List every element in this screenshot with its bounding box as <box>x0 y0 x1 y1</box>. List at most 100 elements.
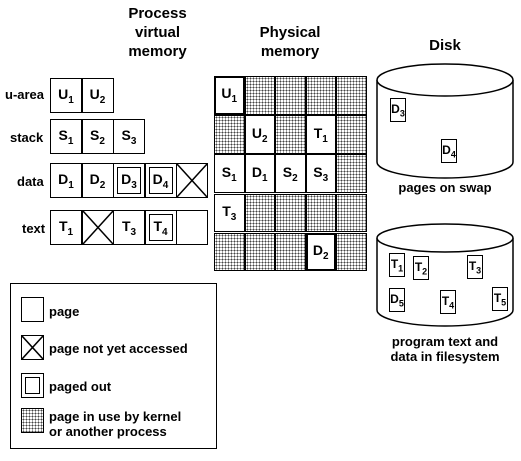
swap-caption: pages on swap <box>398 180 492 195</box>
page-label: T1 <box>59 218 73 238</box>
virtual-memory-title: Process virtual memory <box>128 5 187 60</box>
physical-frame-in-use <box>305 76 336 115</box>
virtual-page-data-4: D4 <box>144 163 177 198</box>
legend-paged-out-swatch <box>21 373 44 398</box>
frame-letter: D <box>251 163 263 180</box>
page-label: D5 <box>390 292 404 308</box>
page-letter: T <box>468 258 477 273</box>
disk-page-D3: D3 <box>390 98 406 122</box>
not-accessed-cross <box>82 211 113 244</box>
virtual-page-text-2 <box>81 210 114 245</box>
page-subscript: 2 <box>99 179 106 191</box>
page-subscript: 2 <box>99 94 106 106</box>
physical-frame-S2: S2 <box>275 154 306 193</box>
virtual-page-data-5 <box>176 163 208 198</box>
physical-frame-in-use <box>336 154 367 193</box>
physical-frame-in-use <box>336 193 367 233</box>
disk-page-T2: T2 <box>413 256 429 280</box>
virtual-page-stack-3: S3 <box>113 119 145 154</box>
frame-label: U2 <box>252 125 268 145</box>
physical-frame-U2: U2 <box>244 115 275 154</box>
virtual-page-data-2: D2 <box>81 163 114 198</box>
disk-page-T5: T5 <box>492 287 508 311</box>
frame-label: S1 <box>222 164 237 184</box>
frame-label: D2 <box>313 242 329 262</box>
page-subscript: 5 <box>501 297 507 308</box>
physical-memory-title: Physical memory <box>259 24 321 60</box>
page-letter: T <box>493 290 502 305</box>
page-label: S3 <box>122 127 137 147</box>
page-label: T4 <box>442 294 454 310</box>
frame-subscript: 1 <box>231 94 238 106</box>
physical-frame-D1: D1 <box>244 154 275 193</box>
page-subscript: 5 <box>398 298 404 309</box>
page-subscript: 3 <box>131 179 137 191</box>
page-letter: U <box>58 85 69 102</box>
frame-subscript: 2 <box>323 250 329 262</box>
frame-label: S3 <box>313 164 328 184</box>
physical-frame-in-use <box>214 232 245 272</box>
row-label-text: text <box>22 221 46 236</box>
page-label: D3 <box>391 102 405 118</box>
row-label-stack: stack <box>10 130 44 145</box>
frame-subscript: 1 <box>262 172 268 184</box>
not-accessed-cross <box>177 164 207 197</box>
swap-disk-cylinder <box>376 63 514 179</box>
physical-frame-in-use <box>275 76 306 115</box>
virtual-page-stack-2: S2 <box>81 119 114 154</box>
frame-letter: S <box>282 163 293 180</box>
frame-letter: S <box>313 163 323 180</box>
physical-frame-in-use <box>275 232 306 272</box>
page-label: D4 <box>153 171 169 191</box>
page-subscript: 2 <box>422 266 428 277</box>
page-label: T3 <box>122 218 136 238</box>
physical-frame-T1: T1 <box>305 115 336 154</box>
page-letter: U <box>89 85 100 102</box>
page-subscript: 1 <box>67 135 74 147</box>
page-letter: T <box>58 217 68 234</box>
page-label: T5 <box>494 291 506 307</box>
frame-letter: S <box>221 163 232 180</box>
page-letter: D <box>121 170 132 187</box>
disk-page-T4: T4 <box>440 290 456 314</box>
physical-frame-in-use <box>214 115 245 154</box>
virtual-page-text-4: T4 <box>144 210 177 245</box>
page-label: U2 <box>90 86 106 106</box>
virtual-page-stack-1: S1 <box>50 119 82 154</box>
page-label: T2 <box>415 260 427 276</box>
physical-frame-S1: S1 <box>214 154 245 193</box>
frame-label: T1 <box>314 125 328 145</box>
frame-subscript: 3 <box>230 211 237 223</box>
page-label: T4 <box>153 218 167 238</box>
page-subscript: 1 <box>398 263 404 274</box>
page-label: D1 <box>58 171 74 191</box>
page-letter: T <box>390 256 399 271</box>
legend-kernel-label: page in use by kernel or another process <box>49 409 182 439</box>
disk-page-T1: T1 <box>389 253 405 277</box>
page-subscript: 3 <box>130 135 137 147</box>
frame-label: D1 <box>252 164 268 184</box>
legend-kernel-swatch <box>21 408 44 433</box>
virtual-page-text-3: T3 <box>113 210 145 245</box>
page-letter: S <box>90 126 100 143</box>
physical-frame-D2: D2 <box>305 232 336 272</box>
disk-page-D4: D4 <box>441 139 457 163</box>
frame-label: T3 <box>222 203 236 223</box>
legend-page-label: page <box>49 304 80 319</box>
page-label: D4 <box>442 143 456 159</box>
disk-title: Disk <box>429 37 461 54</box>
physical-frame-in-use <box>244 193 275 233</box>
frame-subscript: 2 <box>292 172 298 184</box>
physical-frame-in-use <box>275 115 306 154</box>
physical-frame-in-use <box>336 76 367 115</box>
page-subscript: 4 <box>449 300 455 311</box>
disk-page-T3: T3 <box>467 255 483 279</box>
page-letter: D <box>391 101 400 116</box>
disk-page-D5: D5 <box>389 288 405 312</box>
page-subscript: 3 <box>399 108 405 119</box>
physical-frame-T3: T3 <box>214 193 245 233</box>
page-letter: D <box>58 170 69 187</box>
frame-letter: T <box>222 202 231 219</box>
virtual-page-data-3: D3 <box>113 163 145 198</box>
